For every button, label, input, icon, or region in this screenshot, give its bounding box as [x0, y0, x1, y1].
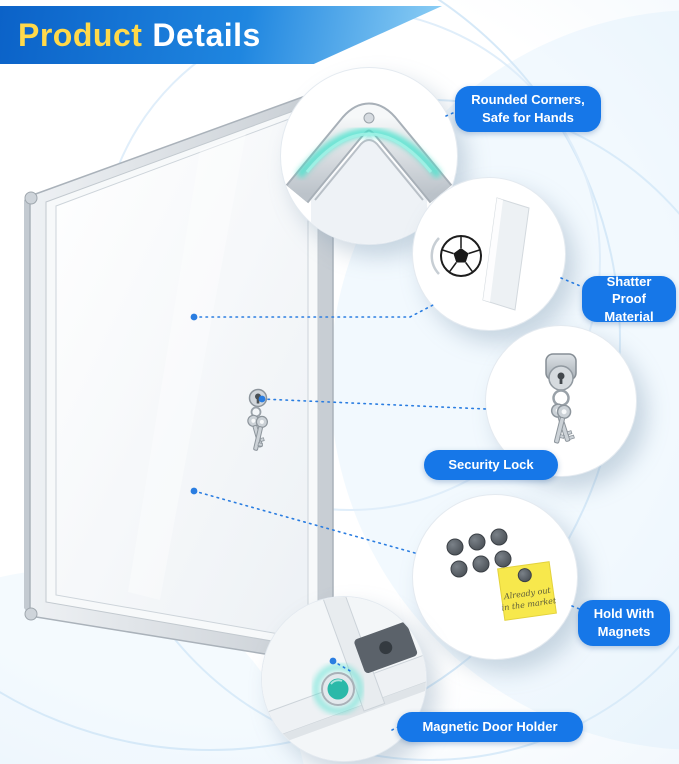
magnets-icon: [446, 528, 512, 578]
glass-highlight: [483, 198, 503, 302]
label-shatter-proof: Shatter Proof Material: [582, 273, 676, 324]
corner-cap-icon: [24, 191, 38, 205]
label-line: Shatter: [606, 273, 652, 289]
sticky-note: Already out in the market: [497, 561, 557, 621]
lock-detail-icon: [545, 353, 577, 444]
label-door-holder: Magnetic Door Holder: [397, 712, 583, 742]
magnets-detail-icon: Already out in the market: [446, 528, 557, 621]
corner-cap-icon: [24, 607, 38, 621]
soccer-ball-icon: [440, 235, 482, 277]
corner-bracket: [354, 622, 418, 673]
corner-cap-icon: [363, 112, 375, 124]
callout-hold-magnets: Already out in the market: [412, 494, 578, 660]
lock-with-keys-icon: [545, 353, 577, 444]
board-side-edge: [24, 196, 30, 616]
label-line: Hold With: [593, 606, 655, 622]
door-holder-icon: [313, 664, 363, 714]
glass-pane: [311, 134, 427, 244]
magnet-icon: [517, 568, 532, 583]
bg-arc: [0, 0, 621, 751]
label-security-lock: Security Lock: [424, 450, 558, 480]
label-line: Magnets: [597, 624, 651, 639]
label-rounded-corners: Rounded Corners, Safe for Hands: [455, 86, 601, 132]
label-line: Rounded Corners,: [471, 92, 585, 108]
callout-security-lock: [485, 325, 637, 477]
motion-arc: [430, 237, 440, 275]
label-hold-magnets: Hold With Magnets: [578, 600, 670, 646]
frame-inner-line: [314, 139, 424, 201]
sticky-note-paper: [497, 561, 557, 621]
label-line: Proof Material: [604, 291, 654, 324]
title-word-product: Product: [18, 16, 143, 53]
label-line: Safe for Hands: [482, 110, 574, 125]
keys-icon: [247, 414, 268, 451]
teal-glow: [295, 128, 443, 179]
glass-highlight: [128, 133, 246, 600]
callout-shatter-proof: [412, 177, 566, 331]
teal-glow-core: [305, 132, 433, 173]
title-word-details: Details: [152, 16, 261, 53]
label-line: Security Lock: [448, 457, 534, 472]
label-line: Magnetic Door Holder: [422, 719, 558, 734]
corner-detail-icon: [285, 102, 453, 244]
shatter-detail-icon: [430, 197, 530, 311]
